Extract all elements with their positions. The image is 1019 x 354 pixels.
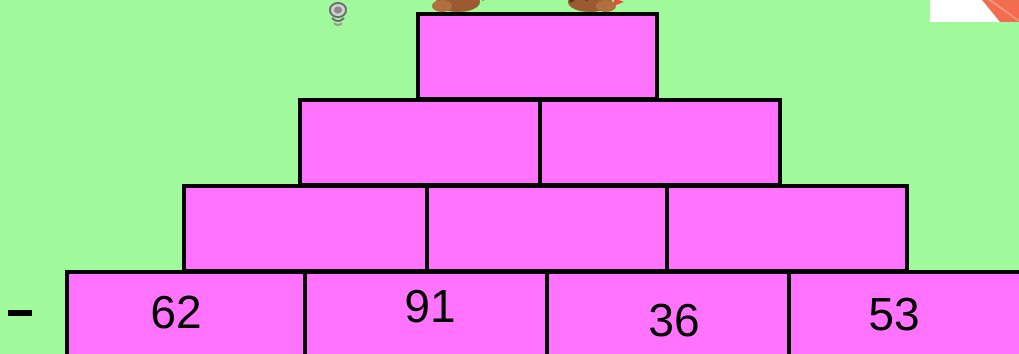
- corner-tag-icon[interactable]: [930, 0, 1019, 22]
- minus-icon[interactable]: [8, 310, 32, 316]
- brick-value: 53: [868, 291, 919, 337]
- pyramid-brick-row4-col2: 91: [303, 270, 549, 354]
- pyramid-brick-row2-col2[interactable]: [538, 98, 782, 187]
- pyramid-brick-row4-col3: 36: [545, 270, 791, 354]
- pyramid-brick-row1-col1[interactable]: [416, 12, 659, 101]
- speaker-icon[interactable]: [322, 0, 354, 30]
- pyramid-brick-row4-col1: 62: [65, 270, 307, 354]
- pyramid-brick-row3-col2[interactable]: [425, 184, 669, 273]
- pyramid-brick-row3-col3[interactable]: [665, 184, 909, 273]
- pyramid-brick-row4-col4: 53: [787, 270, 1019, 354]
- pyramid-brick-row2-col1[interactable]: [298, 98, 542, 187]
- brick-value: 91: [404, 283, 455, 329]
- brick-value: 36: [648, 297, 699, 343]
- pyramid-brick-row3-col1[interactable]: [182, 184, 429, 273]
- brick-value: 62: [150, 289, 201, 335]
